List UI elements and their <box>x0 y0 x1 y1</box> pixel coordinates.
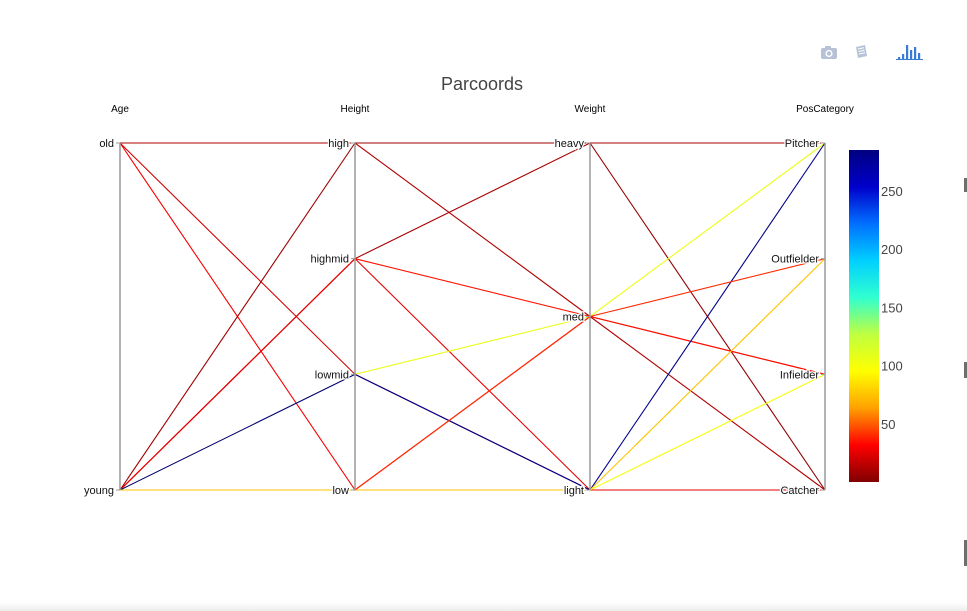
window-edge-mark <box>964 178 967 192</box>
polyline-11 <box>119 142 826 491</box>
tick-label-catcher: Catcher <box>780 485 819 497</box>
chart-title: Parcoords <box>441 74 523 94</box>
window-edge-mark <box>964 362 967 378</box>
tick-label-heavy: heavy <box>555 138 585 150</box>
tick-label-low: low <box>332 485 349 497</box>
axis-title-height: Height <box>341 104 370 115</box>
tick-label-young: young <box>84 485 114 497</box>
axes-layer: Age old young Height high highmid lowmid low Wei… <box>83 104 854 498</box>
plotly-logo-icon[interactable] <box>896 42 924 62</box>
colorbar-ticks: 50 100 150 200 250 <box>881 184 903 432</box>
colorbar-tick-label: 200 <box>881 242 903 257</box>
colorbar-tick-label: 50 <box>881 417 895 432</box>
tick-label-old: old <box>99 138 114 150</box>
book-icon[interactable] <box>850 42 872 62</box>
polylines-layer <box>119 142 826 491</box>
window-edge-mark <box>964 540 967 566</box>
axis-title-age: Age <box>111 104 129 115</box>
tick-label-high: high <box>328 138 349 150</box>
colorbar-tick-label: 250 <box>881 184 903 199</box>
polyline-14 <box>120 258 826 491</box>
tick-label-pitcher: Pitcher <box>785 138 820 150</box>
window-bottom-edge <box>0 602 967 611</box>
colorbar: 50 100 150 200 250 <box>849 150 903 482</box>
tick-label-infielder: Infielder <box>780 369 819 381</box>
camera-icon[interactable] <box>818 42 840 62</box>
tick-label-light: light <box>564 485 584 497</box>
modebar <box>818 42 930 62</box>
polyline-9 <box>119 257 825 491</box>
axis-title-poscategory: PosCategory <box>796 104 854 115</box>
colorbar-tick-label: 100 <box>881 359 903 374</box>
tick-label-outfielder: Outfielder <box>771 254 819 266</box>
tick-label-med: med <box>563 312 584 324</box>
tick-label-lowmid: lowmid <box>315 369 349 381</box>
axis-title-weight: Weight <box>575 104 606 115</box>
colorbar-gradient <box>849 150 879 482</box>
tick-label-highmid: highmid <box>310 254 349 266</box>
polyline-3 <box>120 142 826 491</box>
colorbar-tick-label: 150 <box>881 300 903 315</box>
